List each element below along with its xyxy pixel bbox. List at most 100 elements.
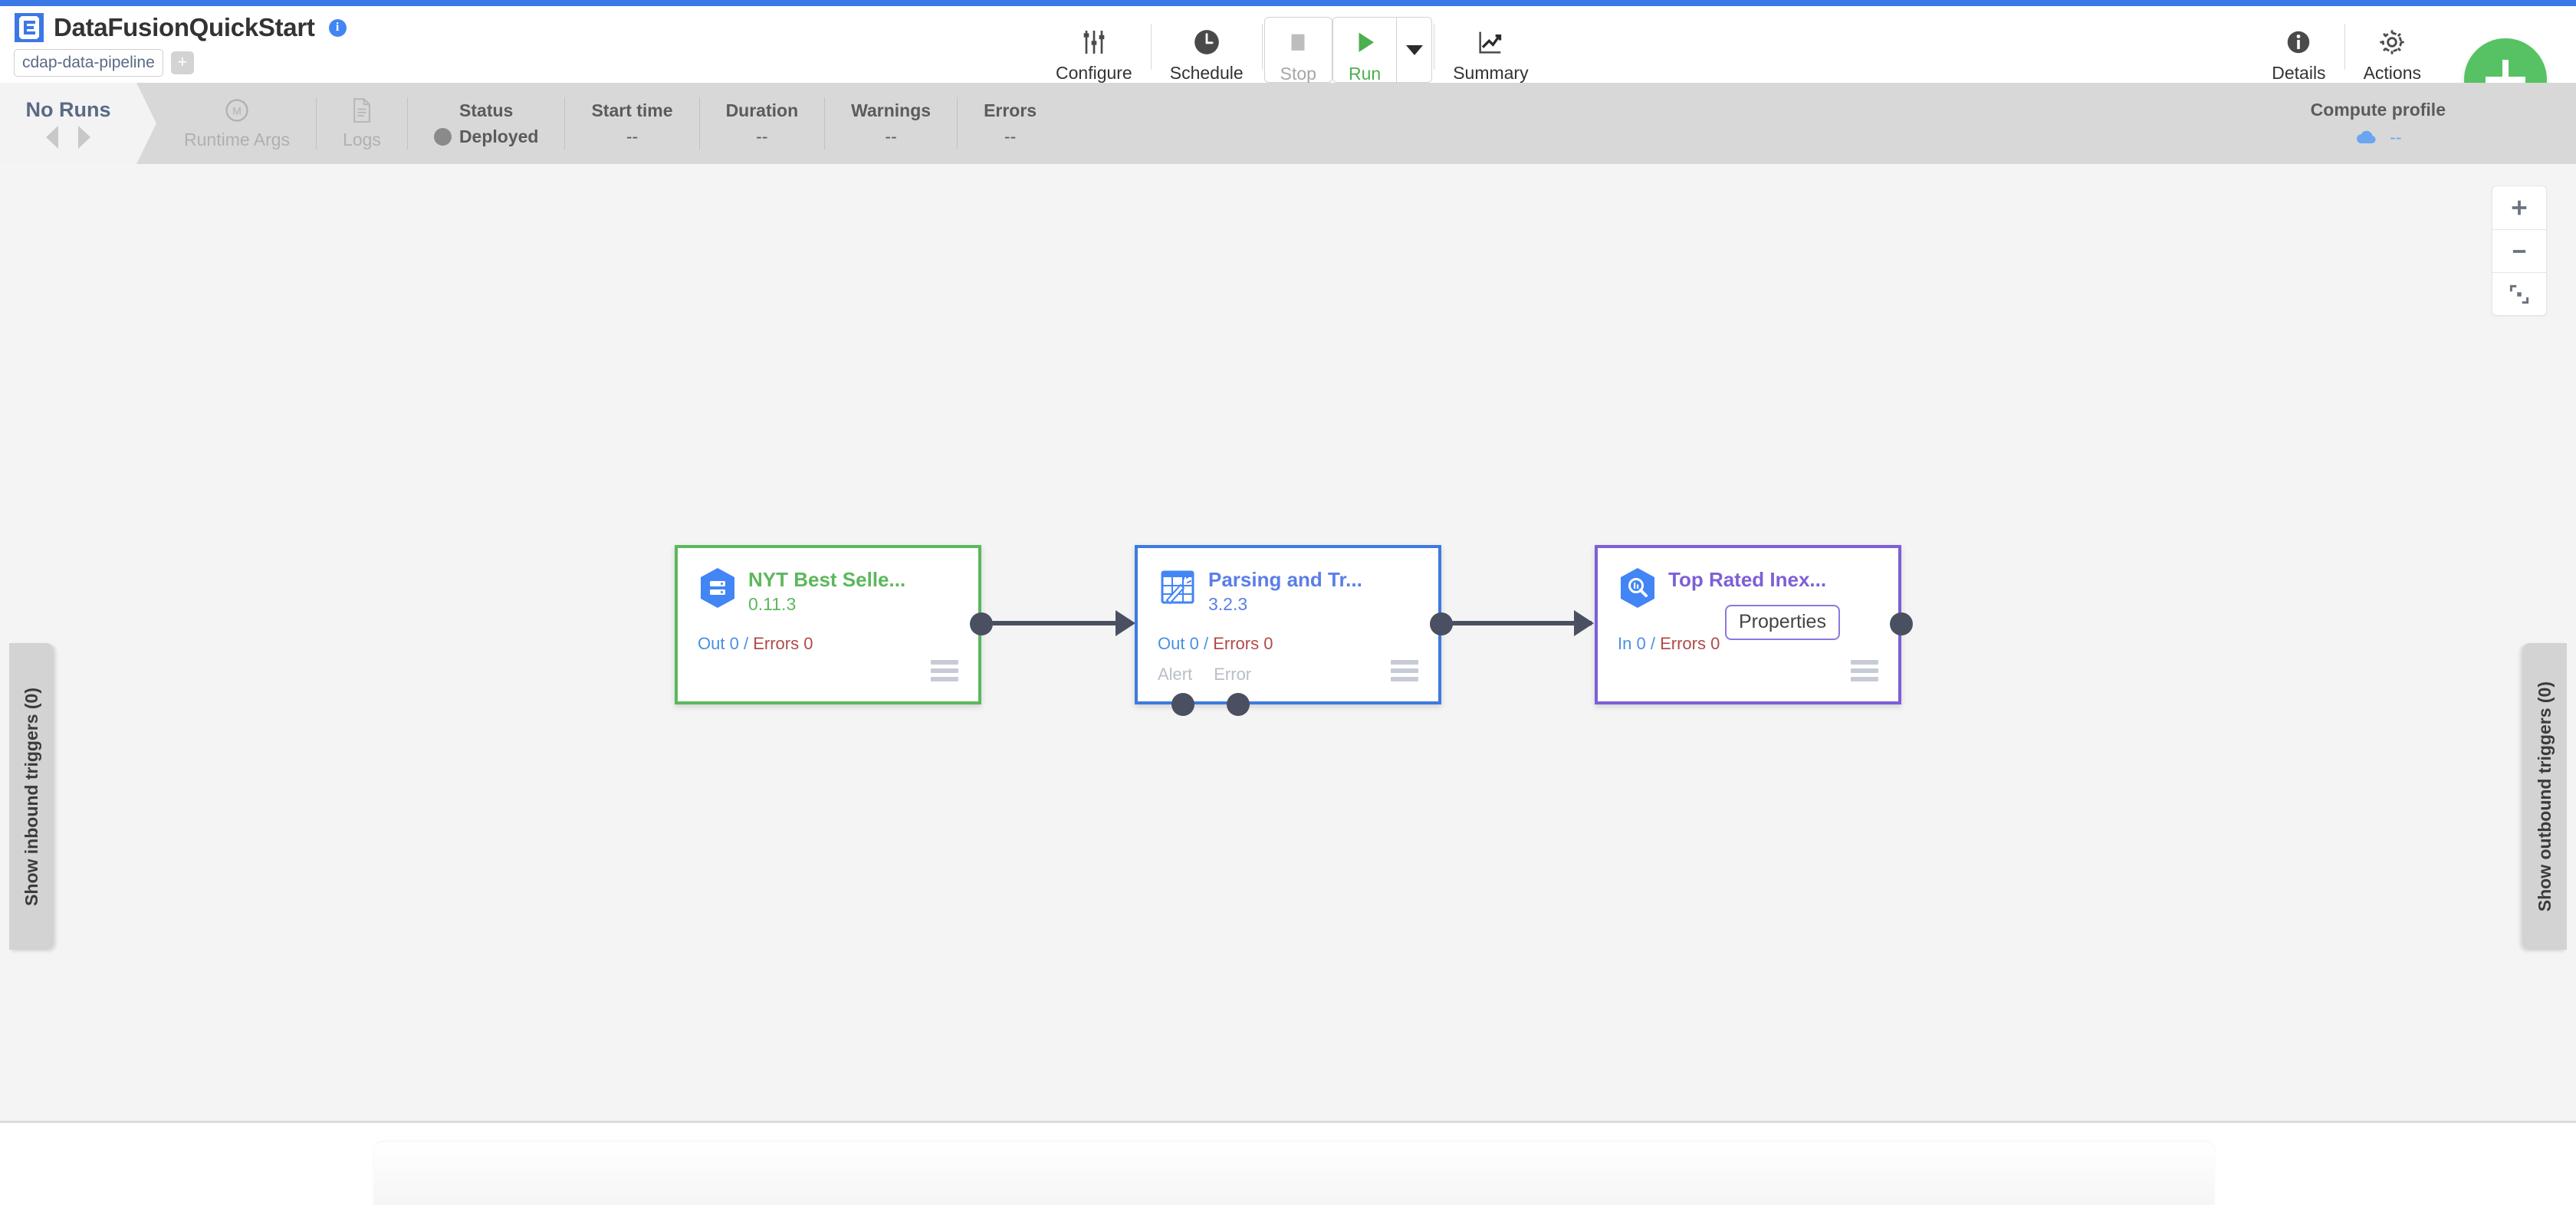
node-header: NYT Best Selle... 0.11.3 [698, 566, 958, 614]
bottom-area [0, 1125, 2576, 1205]
compute-profile-header: Compute profile [2310, 100, 2446, 120]
schedule-button[interactable]: Schedule [1153, 17, 1260, 83]
pipeline-node-sink[interactable]: Top Rated Inex... Properties In 0 / Erro… [1595, 545, 1913, 704]
duration-value: -- [756, 126, 768, 146]
node-alert-port-label: Alert [1158, 665, 1193, 684]
zoom-out-button[interactable] [2492, 229, 2546, 272]
node-errors-label: Errors [1213, 634, 1260, 653]
node-error-port-label: Error [1214, 665, 1252, 684]
clock-icon [1192, 26, 1221, 58]
cloud-icon [2357, 130, 2376, 143]
summary-label: Summary [1453, 63, 1529, 83]
start-time-header: Start time [591, 100, 673, 120]
toolbar-divider [1150, 24, 1152, 70]
connection-line-1[interactable] [981, 621, 1132, 625]
cdap-logo-icon [15, 13, 44, 42]
errors-header: Errors [984, 100, 1037, 120]
inbound-triggers-tab[interactable]: Show inbound triggers (0) [9, 643, 54, 950]
document-icon [350, 97, 373, 123]
properties-tooltip[interactable]: Properties [1725, 605, 1840, 640]
info-circle-icon [2285, 26, 2312, 58]
stop-square-icon [1285, 27, 1311, 59]
status-header: Status [459, 100, 514, 120]
stop-button[interactable]: Stop [1263, 17, 1332, 84]
actions-label: Actions [2363, 63, 2421, 83]
node-output-endpoint[interactable] [970, 612, 993, 635]
node-alert-endpoint[interactable] [1171, 693, 1194, 716]
runtime-args-label: Runtime Args [184, 130, 291, 149]
stop-label: Stop [1280, 64, 1316, 84]
secondary-toolbar: Details Actions [2255, 11, 2438, 83]
add-tag-button[interactable]: + [170, 51, 194, 74]
configure-button[interactable]: Configure [1039, 17, 1149, 83]
node-version: 3.2.3 [1208, 594, 1248, 614]
toolbar-divider [2344, 24, 2345, 70]
node-metrics-separator: / [743, 634, 749, 653]
node-output-endpoint[interactable] [1430, 612, 1453, 635]
compute-profile-cell[interactable]: Compute profile -- [2311, 83, 2446, 164]
node-menu-icon[interactable] [931, 660, 958, 681]
wrangler-transform-icon [1161, 570, 1194, 605]
pipeline-node-transform[interactable]: Parsing and Tr... 3.2.3 Out 0 / Errors 0… [1135, 545, 1453, 716]
node-error-endpoint[interactable] [1227, 693, 1250, 716]
actions-button[interactable]: Actions [2347, 17, 2438, 83]
zoom-controls [2492, 186, 2547, 316]
top-accent-bar [0, 0, 2576, 6]
node-version: 0.11.3 [748, 594, 797, 614]
node-metrics-separator: / [1203, 634, 1209, 653]
node-metrics: Out 0 / Errors 0 [698, 634, 813, 654]
pipeline-type-badge[interactable]: cdap-data-pipeline [14, 49, 163, 77]
sliders-icon [1079, 26, 1109, 58]
run-button[interactable]: Run [1333, 18, 1396, 84]
schedule-label: Schedule [1169, 63, 1244, 83]
summary-button[interactable]: Summary [1436, 17, 1545, 83]
node-metrics: Out 0 / Errors 0 [1158, 634, 1273, 654]
cell-divider [824, 97, 826, 149]
node-title: NYT Best Selle... [748, 568, 906, 591]
node-errors-label: Errors [753, 634, 800, 653]
cell-divider [564, 97, 566, 149]
caret-left-icon[interactable] [46, 126, 58, 149]
plus-icon [2512, 200, 2527, 215]
logs-button[interactable]: Logs [317, 96, 407, 151]
fit-to-screen-button[interactable] [2492, 272, 2546, 315]
no-runs-title: No Runs [25, 98, 111, 121]
info-icon[interactable]: i [328, 18, 347, 37]
duration-header: Duration [725, 100, 799, 120]
caret-right-icon[interactable] [78, 126, 90, 149]
errors-cell: Errors -- [958, 96, 1063, 151]
node-in-value: 0 [1636, 634, 1646, 653]
details-button[interactable]: Details [2255, 17, 2342, 83]
pipeline-canvas[interactable]: Show inbound triggers (0) Show outbound … [0, 164, 2576, 1123]
errors-value: -- [1004, 126, 1017, 146]
outbound-triggers-tab[interactable]: Show outbound triggers (0) [2522, 643, 2567, 950]
pipeline-header: DataFusionQuickStart i cdap-data-pipelin… [0, 6, 2576, 121]
run-info-cells: M Runtime Args Logs [158, 83, 1063, 164]
play-triangle-icon [1351, 27, 1378, 59]
toolbar-divider [1261, 24, 1263, 70]
fit-to-screen-icon [2509, 284, 2529, 304]
status-dot-icon [433, 127, 452, 146]
node-header: Parsing and Tr... 3.2.3 [1158, 566, 1418, 614]
warnings-value: -- [885, 126, 897, 146]
status-cell: Status Deployed [408, 96, 565, 151]
bigquery-sink-icon [1621, 568, 1654, 608]
runtime-args-button[interactable]: M Runtime Args [158, 96, 316, 151]
inbound-triggers-label: Show inbound triggers (0) [21, 687, 41, 906]
node-menu-icon[interactable] [1391, 660, 1418, 681]
node-in-label: In [1618, 634, 1632, 653]
node-output-endpoint[interactable] [1890, 612, 1913, 635]
gear-icon [2377, 26, 2407, 58]
pipeline-node-source[interactable]: NYT Best Selle... 0.11.3 Out 0 / Errors … [675, 545, 993, 704]
bottom-panel[interactable] [374, 1142, 2214, 1205]
connection-arrow-2 [1574, 610, 1594, 636]
start-time-cell: Start time -- [565, 96, 698, 151]
zoom-in-button[interactable] [2492, 186, 2546, 229]
details-label: Details [2272, 63, 2326, 83]
brand-area: DataFusionQuickStart i [14, 12, 347, 43]
node-out-value: 0 [729, 634, 739, 653]
run-dropdown-button[interactable] [1396, 18, 1431, 82]
node-menu-icon[interactable] [1851, 660, 1878, 681]
connection-line-2[interactable] [1441, 621, 1592, 625]
